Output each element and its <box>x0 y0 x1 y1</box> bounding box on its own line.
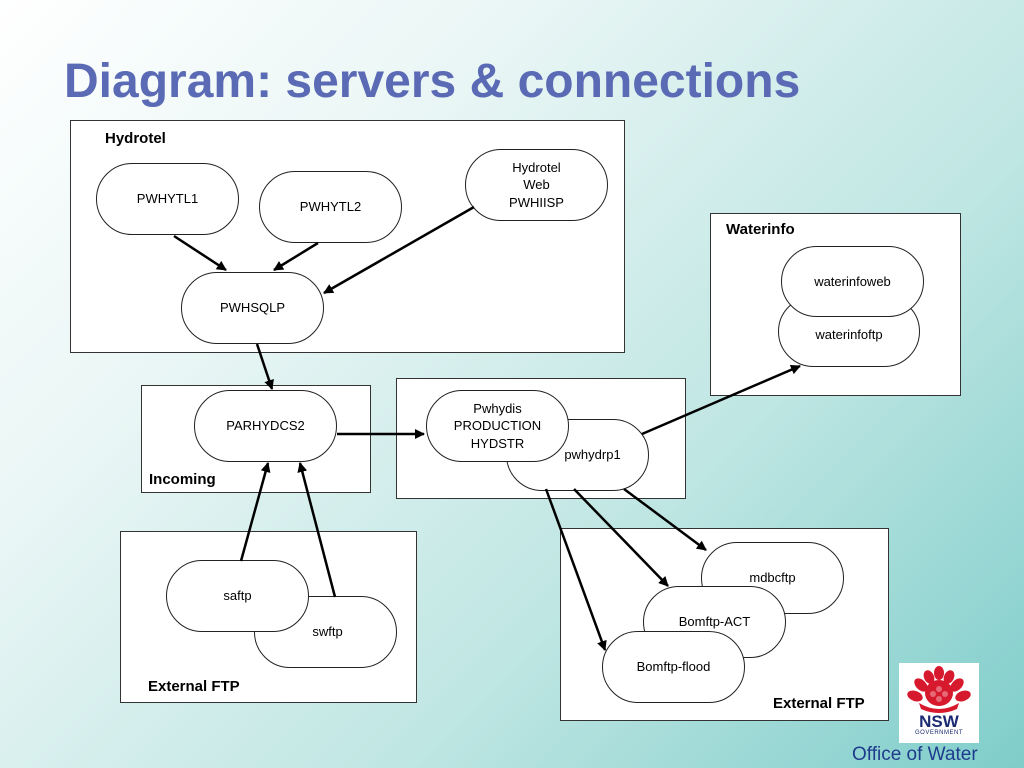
node-waterinfoweb: waterinfoweb <box>781 246 924 317</box>
edge-hydrotel-web-to-pwhsqlp <box>323 205 475 295</box>
edge-pwhydrp1-to-bomftp-flood <box>544 488 607 651</box>
node-hydrotel-web: Hydrotel Web PWHIISP <box>465 149 608 221</box>
group-label-external-ftp-left: External FTP <box>148 678 240 695</box>
node-parhydcs2: PARHYDCS2 <box>194 390 337 462</box>
edge-pwhydrp1-to-waterinfoftp <box>641 364 801 436</box>
group-label-incoming: Incoming <box>149 471 216 488</box>
edge-saftp-to-parhydcs2 <box>239 462 271 562</box>
footer-office-of-water: Office of Water <box>852 744 978 765</box>
edge-pwhydrp1-to-bomftp-act <box>573 488 669 587</box>
edge-pwhytl1-to-pwhsqlp <box>173 234 227 272</box>
waratah-flower-icon <box>907 666 971 713</box>
nsw-government-logo: NSW GOVERNMENT <box>899 663 979 743</box>
edge-swftp-to-parhydcs2 <box>297 462 337 598</box>
edge-pwhytl2-to-pwhsqlp <box>273 241 319 272</box>
logo-wordmark: NSW <box>919 712 959 731</box>
node-saftp: saftp <box>166 560 309 632</box>
edge-pwhydrp1-to-mdbcftp <box>623 487 707 552</box>
group-label-waterinfo: Waterinfo <box>726 221 795 238</box>
logo-subtitle: GOVERNMENT <box>914 730 963 736</box>
node-pwhsqlp: PWHSQLP <box>181 272 324 344</box>
node-pwhytl2: PWHYTL2 <box>259 171 402 243</box>
node-pwhydis: Pwhydis PRODUCTION HYDSTR <box>426 390 569 462</box>
edge-pwhsqlp-to-parhydcs2 <box>255 343 274 390</box>
group-label-hydrotel: Hydrotel <box>105 130 166 147</box>
page-title: Diagram: servers & connections <box>64 55 801 108</box>
group-label-external-ftp-right: External FTP <box>773 695 865 712</box>
node-pwhytl1: PWHYTL1 <box>96 163 239 235</box>
node-bomftp-flood: Bomftp-flood <box>602 631 745 703</box>
